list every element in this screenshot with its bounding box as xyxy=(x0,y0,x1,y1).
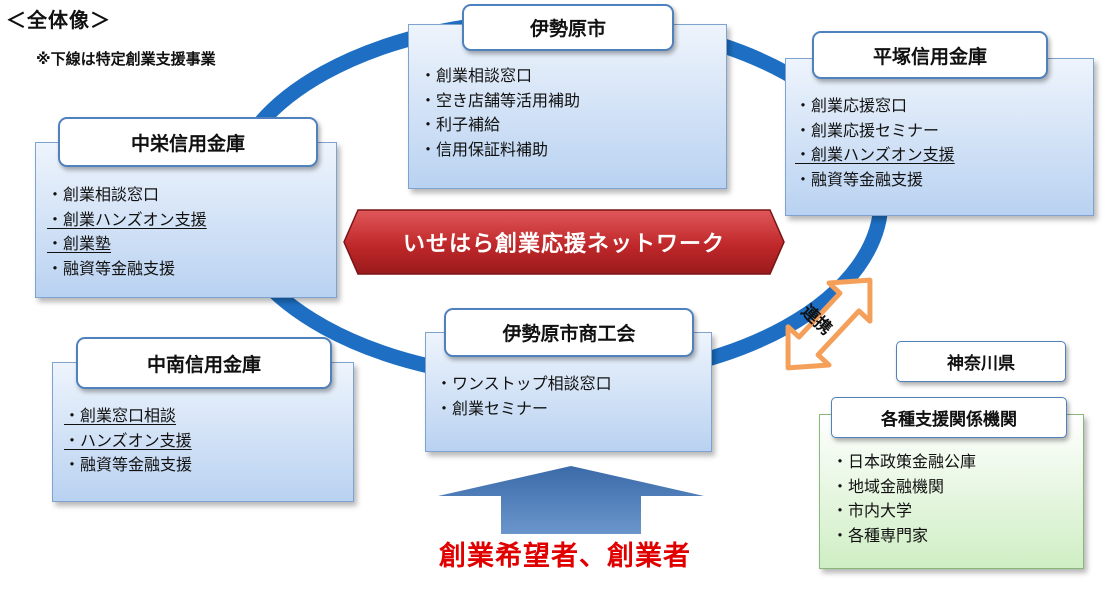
list-item: ・創業相談窓口 xyxy=(47,183,207,208)
list-item-text: ・融資等金融支援 xyxy=(64,455,193,474)
list-item: ・創業塾 xyxy=(47,232,207,257)
list-item: ・信用保証料補助 xyxy=(420,138,580,163)
underline-note: ※下線は特定創業支援事業 xyxy=(36,50,216,68)
list-item-text: ・創業塾 xyxy=(47,234,112,253)
list-item: ・融資等金融支援 xyxy=(64,453,192,478)
list-item-text: ・創業応援セミナー xyxy=(795,120,940,140)
list-item: ・各種専門家 xyxy=(832,524,976,549)
list-item: ・ハンズオン支援 xyxy=(64,429,192,454)
list-item-text: ・地域金融機関 xyxy=(832,476,945,496)
list-item: ・創業ハンズオン支援 xyxy=(47,208,207,233)
list-item: ・地域金融機関 xyxy=(832,475,976,500)
isehara-city-list: ・創業相談窓口・空き店舗等活用補助・利子補給・信用保証料補助 xyxy=(420,64,580,162)
support-orgs-list: ・日本政策金融公庫・地域金融機関・市内大学・各種専門家 xyxy=(832,450,976,548)
list-item: ・創業応援窓口 xyxy=(795,94,955,119)
list-item: ・融資等金融支援 xyxy=(795,168,955,193)
isehara-city-box xyxy=(408,24,727,189)
list-item-text: ・日本政策金融公庫 xyxy=(832,452,977,471)
link-arrow xyxy=(785,277,873,371)
list-item-text: ・空き店舗等活用補助 xyxy=(420,90,581,110)
list-item: ・市内大学 xyxy=(832,499,976,524)
hiratsuka-list: ・創業応援窓口・創業応援セミナー・創業ハンズオン支援・融資等金融支援 xyxy=(795,94,955,192)
list-item: ・創業応援セミナー xyxy=(795,119,955,144)
chunan-title: 中南信用金庫 xyxy=(76,337,332,389)
hiratsuka-title: 平塚信用金庫 xyxy=(812,31,1048,79)
list-item: ・利子補給 xyxy=(420,113,580,138)
list-item-text: ・市内大学 xyxy=(832,501,913,520)
list-item-text: ・各種専門家 xyxy=(832,525,929,545)
list-item-text: ・ハンズオン支援 xyxy=(64,430,192,450)
list-item: ・創業セミナー xyxy=(436,397,612,422)
list-item: ・空き店舗等活用補助 xyxy=(420,89,580,114)
chunan-list: ・創業窓口相談・ハンズオン支援・融資等金融支援 xyxy=(64,404,192,478)
list-item: ・創業窓口相談 xyxy=(64,404,192,429)
network-banner xyxy=(343,209,785,275)
list-item-text: ・ワンストップ相談窓口 xyxy=(436,374,612,393)
list-item-text: ・創業応援窓口 xyxy=(795,96,908,115)
up-arrow-icon xyxy=(438,466,704,534)
kanagawa-label: 神奈川県 xyxy=(896,341,1066,382)
chamber-list: ・ワンストップ相談窓口・創業セミナー xyxy=(436,372,612,421)
list-item-text: ・信用保証料補助 xyxy=(420,139,549,159)
list-item: ・日本政策金融公庫 xyxy=(832,450,976,475)
list-item: ・ワンストップ相談窓口 xyxy=(436,372,612,397)
network-banner-label: いせはら創業応援ネットワーク xyxy=(402,232,725,257)
list-item-text: ・創業セミナー xyxy=(436,398,549,418)
list-item-text: ・融資等金融支援 xyxy=(795,169,924,189)
chuei-title: 中栄信用金庫 xyxy=(58,117,318,167)
list-item: ・創業相談窓口 xyxy=(420,64,580,89)
page-title: ＜全体像＞ xyxy=(6,8,111,32)
list-item-text: ・創業相談窓口 xyxy=(420,66,533,85)
chuei-box xyxy=(35,142,337,298)
chamber-title: 伊勢原市商工会 xyxy=(444,308,694,357)
list-item: ・創業ハンズオン支援 xyxy=(795,143,955,168)
support-orgs-title: 各種支援関係機関 xyxy=(831,397,1067,438)
list-item-text: ・創業ハンズオン支援 xyxy=(795,145,955,164)
list-item-text: ・融資等金融支援 xyxy=(47,258,176,278)
list-item-text: ・創業窓口相談 xyxy=(64,406,177,425)
isehara-city-title: 伊勢原市 xyxy=(462,4,674,51)
support-orgs-box xyxy=(819,414,1084,569)
list-item-text: ・創業相談窓口 xyxy=(47,185,160,204)
list-item-text: ・利子補給 xyxy=(420,115,501,134)
chuei-list: ・創業相談窓口・創業ハンズオン支援・創業塾・融資等金融支援 xyxy=(47,183,207,281)
list-item-text: ・創業ハンズオン支援 xyxy=(47,209,207,229)
list-item: ・融資等金融支援 xyxy=(47,257,207,282)
target-label: 創業希望者、創業者 xyxy=(439,541,691,572)
